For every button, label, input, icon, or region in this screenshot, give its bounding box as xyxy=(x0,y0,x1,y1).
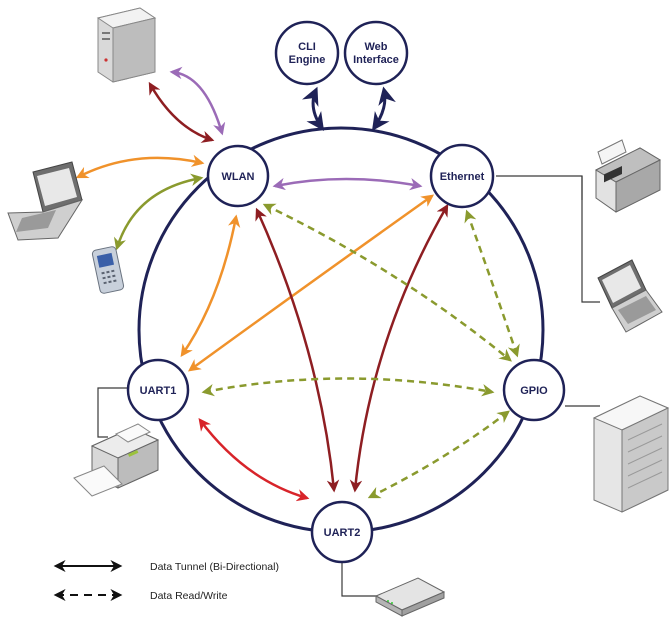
phone-wlan-olive-arrow xyxy=(114,173,204,251)
device-wires xyxy=(97,175,600,597)
uart1-gpio-dashed-arrow xyxy=(201,377,495,397)
ethernet-uart2-arrow xyxy=(349,203,449,493)
web-interface-node: Web Interface xyxy=(343,20,409,86)
web-label-line1: Web xyxy=(364,41,387,53)
legend-tunnel-label: Data Tunnel (Bi-Directional) xyxy=(150,561,279,573)
ethernet-uart1-arrow xyxy=(187,194,435,372)
wlan-node: WLAN xyxy=(206,144,270,208)
web-to-ring-arrow xyxy=(371,86,396,131)
ethernet-gpio-dashed-arrow xyxy=(464,209,520,358)
read-write-links xyxy=(201,203,520,499)
fax-machine-icon xyxy=(594,139,662,213)
ethernet-node: Ethernet xyxy=(429,143,495,209)
legend-read-write-label: Data Read/Write xyxy=(150,590,228,602)
laptop-wlan-orange-arrow xyxy=(75,154,205,179)
wlan-uart2-arrow xyxy=(255,207,340,493)
gpio-uart2-dashed-arrow xyxy=(367,410,510,499)
server-wlan-red-arrow xyxy=(148,81,215,143)
cli-engine-node: CLI Engine xyxy=(274,20,340,86)
wlan-label: WLAN xyxy=(222,171,255,183)
ethernet-label: Ethernet xyxy=(440,171,485,183)
mobile-phone-icon xyxy=(91,246,125,294)
web-label-line2: Interface xyxy=(353,54,399,66)
uart2-label: UART2 xyxy=(324,527,361,539)
cli-label-line2: Engine xyxy=(289,54,326,66)
cli-to-ring-arrow xyxy=(301,86,325,131)
wlan-uart1-arrow xyxy=(180,214,241,358)
server-wlan-purple-arrow xyxy=(169,66,226,136)
server-tower-icon xyxy=(592,395,670,513)
uart1-label: UART1 xyxy=(140,385,177,397)
network-device-icon xyxy=(374,577,446,617)
uart1-node: UART1 xyxy=(126,358,190,422)
wlan-ethernet-arrow xyxy=(272,177,423,191)
cli-label-line1: CLI xyxy=(298,41,316,53)
gpio-label: GPIO xyxy=(520,385,548,397)
legend: Data Tunnel (Bi-Directional) Data Read/W… xyxy=(53,560,279,602)
laptop-icon xyxy=(597,259,663,333)
uart1-uart2-arrow xyxy=(198,418,310,502)
laptop-icon xyxy=(7,161,84,241)
printer-icon xyxy=(73,423,160,497)
server-icon xyxy=(96,7,157,83)
gpio-node: GPIO xyxy=(502,358,566,422)
uart2-node: UART2 xyxy=(310,500,374,564)
